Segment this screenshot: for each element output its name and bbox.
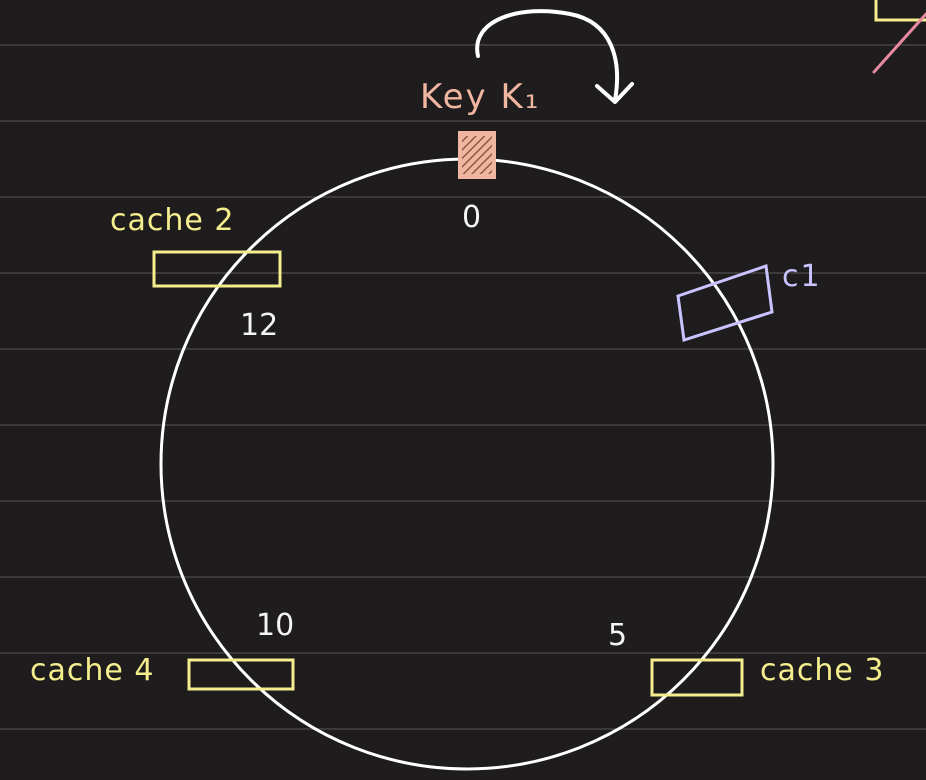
- clockwise-arrow: [475, 9, 620, 102]
- ruled-line: [0, 652, 926, 654]
- cache3-box: [650, 658, 744, 697]
- ruled-line: [0, 120, 926, 122]
- ring-position-0: 0: [462, 200, 482, 235]
- cache2-label: cache 2: [110, 203, 235, 238]
- ruled-line: [0, 728, 926, 730]
- key-label: Key K₁: [420, 77, 541, 117]
- ruled-line: [0, 196, 926, 198]
- ruled-line: [0, 44, 926, 46]
- clockwise-arrowhead: [595, 82, 634, 104]
- ruled-line: [0, 500, 926, 502]
- cache3-label: cache 3: [760, 653, 885, 688]
- ring-position-10: 10: [256, 608, 295, 643]
- ruled-line: [0, 348, 926, 350]
- cache4-label: cache 4: [30, 653, 155, 688]
- ruled-line: [0, 272, 926, 274]
- ring-position-5: 5: [608, 618, 628, 653]
- corner-sketch-box: [874, 0, 926, 22]
- ruled-line: [0, 576, 926, 578]
- cache4-box: [187, 658, 295, 691]
- ruled-line: [0, 424, 926, 426]
- c1-box: [676, 263, 774, 342]
- key-marker-hatch: [462, 136, 492, 174]
- corner-sketch-line: [872, 12, 926, 74]
- ring-position-12: 12: [240, 308, 279, 343]
- c1-label: c1: [782, 259, 822, 294]
- cache2-box: [152, 250, 282, 288]
